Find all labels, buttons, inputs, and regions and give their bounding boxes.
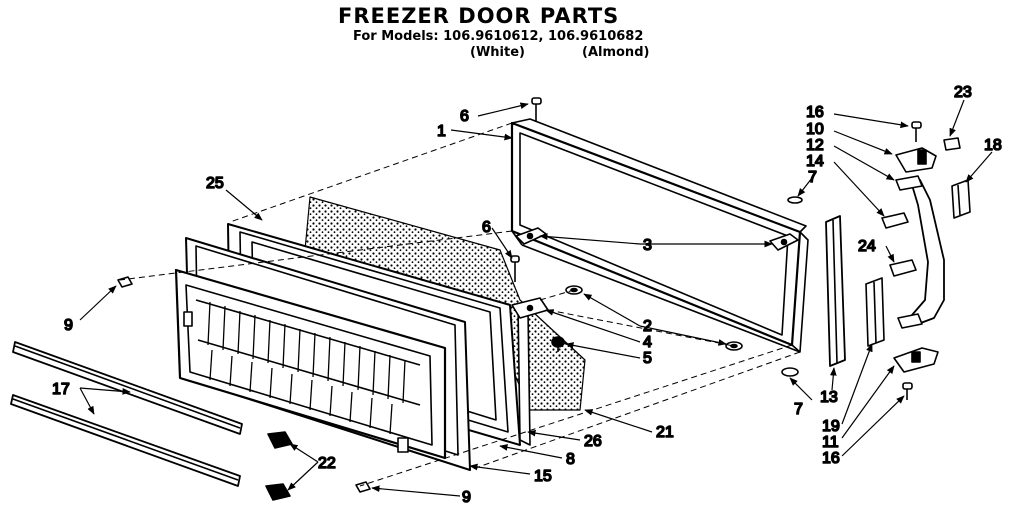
callout-25: 25 (206, 175, 224, 192)
callout-12: 12 (806, 137, 824, 154)
callout-19: 19 (822, 418, 840, 435)
callout-24: 24 (858, 238, 876, 255)
screw-left-6 (510, 255, 520, 282)
callout-7-top: 7 (808, 169, 817, 186)
callout-2: 2 (643, 318, 652, 335)
callout-9-upper: 9 (64, 317, 73, 334)
callout-21: 21 (656, 424, 674, 441)
callout-16-top: 16 (806, 104, 824, 121)
hinge-top-10 (895, 147, 937, 173)
hinge-bottom-11 (893, 347, 939, 373)
washer-7-top (787, 196, 803, 204)
screw-16-bottom (902, 382, 913, 400)
variant-white-label: (White) (470, 45, 525, 60)
callout-23: 23 (954, 84, 972, 101)
handle-cap-18 (951, 179, 971, 219)
rail-end-cap-upper (267, 431, 293, 449)
callout-16-bottom: 16 (822, 450, 840, 467)
leader-lines (79, 99, 993, 497)
washer-7-bottom (781, 367, 799, 377)
callout-18: 18 (984, 137, 1002, 154)
door-handle-18 (911, 179, 945, 325)
screw-9-lower (355, 481, 371, 493)
bracket-lower (897, 313, 923, 329)
spacer-23 (943, 137, 961, 151)
screw-top (531, 97, 542, 122)
shelf-rail-upper (12, 341, 243, 435)
callout-17: 17 (52, 381, 70, 398)
callout-6-top: 6 (460, 108, 469, 125)
callout-15: 15 (534, 468, 552, 485)
callout-4: 4 (643, 334, 652, 351)
washer-right (725, 341, 743, 351)
bracket-24 (889, 259, 917, 277)
callout-3: 3 (643, 237, 652, 254)
handle-trim-13 (825, 215, 846, 367)
callout-6-left: 6 (482, 219, 491, 236)
callout-11: 11 (822, 434, 839, 451)
callout-14: 14 (806, 153, 824, 170)
hinge-bracket-left (515, 227, 547, 245)
bracket-14 (881, 212, 909, 229)
hinge-pin (551, 336, 565, 352)
handle-insert-19 (865, 277, 885, 347)
callout-5: 5 (643, 350, 652, 367)
callout-labels: 6 1 25 6 3 2 4 5 9 17 22 26 8 15 21 9 16… (51, 83, 1002, 507)
callout-10: 10 (806, 121, 824, 138)
screw-16-top (911, 121, 922, 142)
callout-26: 26 (584, 433, 602, 450)
callout-8: 8 (566, 451, 575, 468)
page-title: FREEZER DOOR PARTS (338, 4, 620, 28)
rail-end-cap-lower (265, 483, 291, 501)
side-trim-strip (517, 304, 531, 446)
callout-7-bottom: 7 (794, 401, 803, 418)
callout-1: 1 (437, 123, 446, 140)
door-outer-panel (510, 118, 809, 353)
hinge-bracket-right (769, 233, 799, 251)
bracket-12 (895, 175, 923, 191)
callout-13: 13 (820, 389, 838, 406)
callout-9-lower: 9 (462, 489, 471, 506)
variant-almond-label: (Almond) (582, 45, 650, 60)
shelf-rail-lower (10, 394, 241, 487)
model-numbers: For Models: 106.9610612, 106.9610682 (353, 29, 644, 44)
callout-22: 22 (318, 455, 336, 472)
